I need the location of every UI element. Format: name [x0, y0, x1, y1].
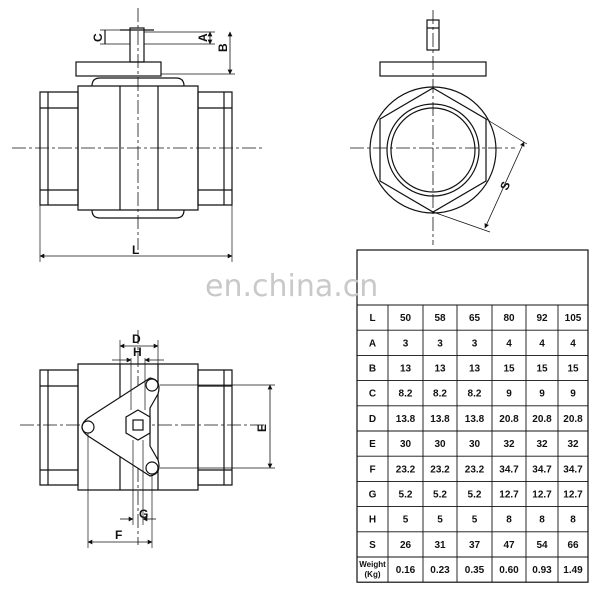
table-cell: 15 [567, 364, 579, 375]
row-label-line: Weight [359, 560, 386, 569]
table-cell: 5 [437, 515, 443, 526]
table-cell: 20.8 [532, 414, 552, 425]
row-label: G [369, 490, 377, 501]
dim-label-l: L [132, 243, 139, 257]
table-cell: 15 [536, 364, 548, 375]
table-cell: 30 [469, 439, 481, 450]
table-cell: 12.7 [499, 490, 519, 501]
row-label: E [369, 439, 376, 450]
dim-label-c: C [91, 33, 105, 42]
table-cell: 8 [506, 515, 512, 526]
row-label-line: (Kg) [365, 570, 381, 579]
table-cell: 4 [570, 338, 576, 349]
table-cell: 37 [469, 540, 481, 551]
row-label: D [369, 414, 376, 425]
table-cell: 65 [469, 313, 481, 324]
table-cell: 32 [567, 439, 579, 450]
table-cell: 9 [506, 389, 512, 400]
table-cell: 0.23 [430, 565, 450, 576]
row-label: S [369, 540, 376, 551]
table-cell: 8.2 [399, 389, 413, 400]
table-cell: 15 [503, 364, 515, 375]
table-cell: 5.2 [399, 490, 413, 501]
table-cell: 34.7 [563, 464, 583, 475]
table-cell: 23.2 [396, 464, 416, 475]
table-cell: 32 [536, 439, 548, 450]
dim-label-a: A [196, 33, 210, 42]
table-cell: 5 [403, 515, 409, 526]
table-cell: 80 [503, 313, 515, 324]
row-label: H [369, 515, 376, 526]
table-cell: 47 [503, 540, 515, 551]
table-cell: 0.35 [465, 565, 485, 576]
row-label: B [369, 364, 376, 375]
table-cell: 8 [539, 515, 545, 526]
table-cell: 23.2 [465, 464, 485, 475]
row-label: F [369, 464, 375, 475]
row-label: A [369, 338, 376, 349]
table-cell: 66 [567, 540, 579, 551]
table-cell: 8 [570, 515, 576, 526]
table-cell: 0.60 [499, 565, 519, 576]
table-cell: 30 [400, 439, 412, 450]
dim-label-e: E [255, 424, 269, 432]
table-cell: 13.8 [430, 414, 450, 425]
dim-label-b: B [216, 43, 230, 52]
dim-label-g: G [139, 507, 148, 521]
table-cell: 58 [434, 313, 446, 324]
table-cell: 4 [539, 338, 545, 349]
table-cell: 13 [434, 364, 446, 375]
dim-label-f: F [115, 528, 122, 542]
table-cell: 92 [536, 313, 548, 324]
table-cell: 0.93 [532, 565, 552, 576]
table-cell: 12.7 [563, 490, 583, 501]
table-cell: 34.7 [532, 464, 552, 475]
dim-label-s: S [497, 179, 513, 192]
table-cell: 12.7 [532, 490, 552, 501]
table-cell: 5.2 [468, 490, 482, 501]
table-cell: 8.2 [468, 389, 482, 400]
table-cell: 4 [506, 338, 512, 349]
table-cell: 20.8 [499, 414, 519, 425]
table-cell: 26 [400, 540, 412, 551]
row-label: L [369, 313, 375, 324]
table-cell: 13.8 [396, 414, 416, 425]
dim-label-h: H [133, 345, 142, 359]
top-view-drawing [20, 330, 275, 548]
table-cell: 5.2 [433, 490, 447, 501]
watermark: en.china.cn [205, 269, 378, 304]
table-cell: 23.2 [430, 464, 450, 475]
table-cell: 30 [434, 439, 446, 450]
table-cell: 20.8 [563, 414, 583, 425]
row-label: C [369, 389, 376, 400]
end-view-drawing [350, 10, 528, 245]
side-view-drawing [12, 8, 262, 262]
table-cell: 1.49 [563, 565, 583, 576]
table-cell: 32 [503, 439, 515, 450]
table-cell: 105 [565, 313, 582, 324]
table-cell: 50 [400, 313, 412, 324]
table-cell: 3 [472, 338, 478, 349]
dim-label-d: D [132, 332, 141, 346]
table-cell: 3 [437, 338, 443, 349]
table-cell: 0.16 [396, 565, 416, 576]
table-cell: 34.7 [499, 464, 519, 475]
table-cell: 9 [570, 389, 576, 400]
table-cell: 5 [472, 515, 478, 526]
table-cell: 13.8 [465, 414, 485, 425]
table-cell: 8.2 [433, 389, 447, 400]
table-cell: 3 [403, 338, 409, 349]
table-cell: 13 [400, 364, 412, 375]
table-cell: 13 [469, 364, 481, 375]
table-cell: 54 [536, 540, 548, 551]
table-cell: 31 [434, 540, 446, 551]
table-cell: 9 [539, 389, 545, 400]
